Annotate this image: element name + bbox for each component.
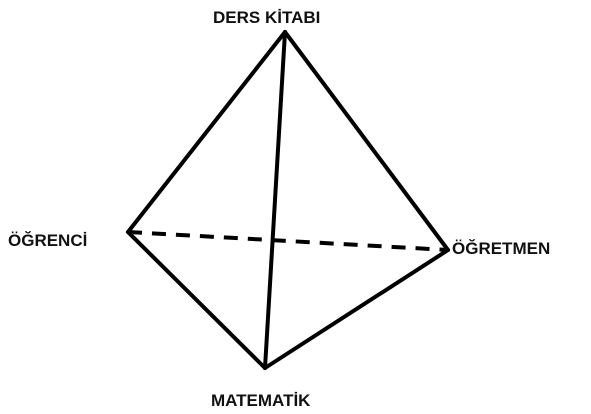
- vertex-label-ders-kitabi: DERS KİTABI: [213, 8, 321, 27]
- vertex-label-matematik: MATEMATİK: [211, 391, 311, 410]
- vertex-label-ogretmen: ÖĞRETMEN: [452, 239, 551, 258]
- edge-right-bottom: [263, 248, 450, 370]
- edge-left-right: [127, 230, 449, 252]
- vertex-label-ogrenci: ÖĞRENCİ: [8, 231, 88, 250]
- tetrahedron-edges: [126, 30, 450, 370]
- edge-top-bottom: [263, 30, 287, 370]
- edge-left-bottom: [126, 230, 267, 370]
- edge-top-left: [126, 30, 287, 234]
- edge-top-right: [283, 30, 450, 252]
